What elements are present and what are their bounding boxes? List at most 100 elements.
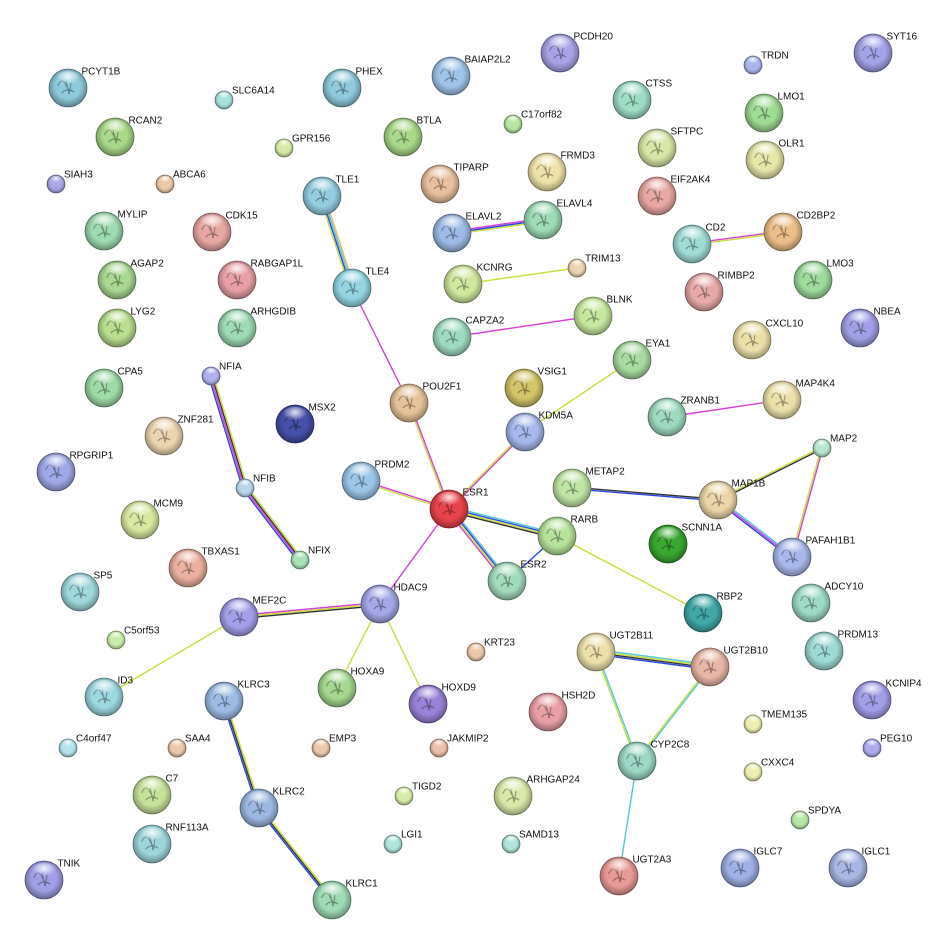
node-pcdh20[interactable]: PCDH20 <box>540 32 613 73</box>
node-arhgdib[interactable]: ARHGDIB <box>217 307 296 348</box>
node-lyg2[interactable]: LYG2 <box>97 307 156 348</box>
node-kdm5a[interactable]: KDM5A <box>505 411 573 452</box>
node-lgi1[interactable]: LGI1 <box>383 830 423 854</box>
node-hdac9[interactable]: HDAC9 <box>360 583 428 624</box>
node-map2[interactable]: MAP2 <box>812 434 858 458</box>
node-rabgap1l[interactable]: RABGAP1L <box>217 259 304 300</box>
node-ugt2b11[interactable]: UGT2B11 <box>576 631 654 672</box>
node-hoxd9[interactable]: HOXD9 <box>408 683 476 724</box>
node-sftpc[interactable]: SFTPC <box>637 127 703 168</box>
node-elavl4[interactable]: ELAVL4 <box>523 199 593 240</box>
node-vsig1[interactable]: VSIG1 <box>504 367 567 408</box>
node-samd13[interactable]: SAMD13 <box>501 830 559 854</box>
node-kcnip4[interactable]: KCNIP4 <box>852 679 922 720</box>
node-arhgap24[interactable]: ARHGAP24 <box>493 775 580 816</box>
node-lmo1[interactable]: LMO1 <box>744 92 805 133</box>
node-scnn1a[interactable]: SCNN1A <box>648 523 722 564</box>
node-ctss[interactable]: CTSS <box>612 79 672 120</box>
node-klrc1[interactable]: KLRC1 <box>312 879 378 920</box>
node-capza2[interactable]: CAPZA2 <box>432 316 505 357</box>
node-mcm9[interactable]: MCM9 <box>120 499 183 540</box>
node-ugt2b10[interactable]: UGT2B10 <box>690 646 768 687</box>
node-cxxc4[interactable]: CXXC4 <box>743 758 795 782</box>
node-tigd2[interactable]: TIGD2 <box>394 782 442 806</box>
node-mef2c[interactable]: MEF2C <box>219 596 286 637</box>
node-hoxa9[interactable]: HOXA9 <box>317 667 385 708</box>
node-tbxas1[interactable]: TBXAS1 <box>168 547 240 588</box>
node-kcnrg[interactable]: KCNRG <box>443 263 513 304</box>
node-btla[interactable]: BTLA <box>383 116 442 157</box>
node-rimbp2[interactable]: RIMBP2 <box>684 271 755 312</box>
node-tle4[interactable]: TLE4 <box>332 267 390 308</box>
node-nfia[interactable]: NFIA <box>201 362 242 386</box>
node-peg10[interactable]: PEG10 <box>862 734 913 758</box>
node-prdm13[interactable]: PRDM13 <box>804 630 878 671</box>
node-sp5[interactable]: SP5 <box>60 571 113 612</box>
node-trdn[interactable]: TRDN <box>743 51 789 75</box>
node-id3[interactable]: ID3 <box>84 676 133 717</box>
node-baiap2l2[interactable]: BAIAP2L2 <box>431 55 511 96</box>
node-krt23[interactable]: KRT23 <box>466 638 515 662</box>
node-eif2ak4[interactable]: EIF2AK4 <box>637 175 711 216</box>
node-c5orf53[interactable]: C5orf53 <box>106 626 160 650</box>
node-tiparp[interactable]: TIPARP <box>420 163 489 204</box>
node-olr1[interactable]: OLR1 <box>745 139 805 180</box>
node-hsh2d[interactable]: HSH2D <box>528 691 595 732</box>
node-cdk15[interactable]: CDK15 <box>192 211 258 252</box>
node-agap2[interactable]: AGAP2 <box>97 259 164 300</box>
node-emp3[interactable]: EMP3 <box>311 734 357 758</box>
node-metap2[interactable]: METAP2 <box>552 467 625 508</box>
node-prdm2[interactable]: PRDM2 <box>341 460 410 501</box>
node-nfix[interactable]: NFIX <box>290 546 331 570</box>
node-c4orf47[interactable]: C4orf47 <box>58 734 112 758</box>
node-eya1[interactable]: EYA1 <box>612 339 671 380</box>
node-adcy10[interactable]: ADCY10 <box>791 582 864 623</box>
node-zranb1[interactable]: ZRANB1 <box>647 396 720 437</box>
node-cyp2c8[interactable]: CYP2C8 <box>617 740 690 781</box>
node-cxcl10[interactable]: CXCL10 <box>732 319 804 360</box>
node-gpr156[interactable]: GPR156 <box>274 134 331 158</box>
node-rbp2[interactable]: RBP2 <box>683 592 743 633</box>
node-cd2[interactable]: CD2 <box>672 223 726 264</box>
node-slc6a14[interactable]: SLC6A14 <box>214 86 275 110</box>
node-tmem135[interactable]: TMEM135 <box>743 710 808 734</box>
node-saa4[interactable]: SAA4 <box>167 734 211 758</box>
node-cd2bp2[interactable]: CD2BP2 <box>763 211 836 252</box>
node-tnik[interactable]: TNIK <box>24 859 81 900</box>
node-nfib[interactable]: NFIB <box>235 474 276 498</box>
node-trim13[interactable]: TRIM13 <box>567 254 621 278</box>
node-klrc3[interactable]: KLRC3 <box>204 680 270 721</box>
node-phex[interactable]: PHEX <box>322 67 383 108</box>
node-lmo3[interactable]: LMO3 <box>793 259 854 300</box>
node-esr1[interactable]: ESR1 <box>429 488 489 529</box>
node-cpa5[interactable]: CPA5 <box>84 367 143 408</box>
node-nbea[interactable]: NBEA <box>840 307 901 348</box>
node-elavl2[interactable]: ELAVL2 <box>432 212 502 253</box>
node-abca6[interactable]: ABCA6 <box>155 170 206 194</box>
node-pou2f1[interactable]: POU2F1 <box>389 382 462 423</box>
node-tle1[interactable]: TLE1 <box>302 175 360 216</box>
node-klrc2[interactable]: KLRC2 <box>239 787 305 828</box>
node-mylip[interactable]: MYLIP <box>84 210 148 251</box>
node-rnf113a[interactable]: RNF113A <box>132 823 209 864</box>
node-znf281[interactable]: ZNF281 <box>144 415 214 456</box>
node-rarb[interactable]: RARB <box>537 515 599 556</box>
node-map4k4[interactable]: MAP4K4 <box>762 379 835 420</box>
node-frmd3[interactable]: FRMD3 <box>527 151 595 192</box>
node-esr2[interactable]: ESR2 <box>487 560 547 601</box>
node-msx2[interactable]: MSX2 <box>275 403 336 444</box>
node-ugt2a3[interactable]: UGT2A3 <box>599 855 672 896</box>
node-c7[interactable]: C7 <box>132 774 179 815</box>
node-siah3[interactable]: SIAH3 <box>46 170 93 194</box>
node-spdya[interactable]: SPDYA <box>790 806 841 830</box>
node-blnk[interactable]: BLNK <box>573 295 633 336</box>
node-syt16[interactable]: SYT16 <box>853 32 917 73</box>
node-rpgrip1[interactable]: RPGRIP1 <box>36 451 114 492</box>
node-iglc7[interactable]: IGLC7 <box>720 847 783 888</box>
node-c17orf82[interactable]: C17orf82 <box>503 110 563 134</box>
node-iglc1[interactable]: IGLC1 <box>828 847 891 888</box>
node-jakmip2[interactable]: JAKMIP2 <box>429 734 489 758</box>
node-rcan2[interactable]: RCAN2 <box>95 116 163 157</box>
node-map1b[interactable]: MAP1B <box>698 479 766 520</box>
node-pcyt1b[interactable]: PCYT1B <box>48 67 121 108</box>
